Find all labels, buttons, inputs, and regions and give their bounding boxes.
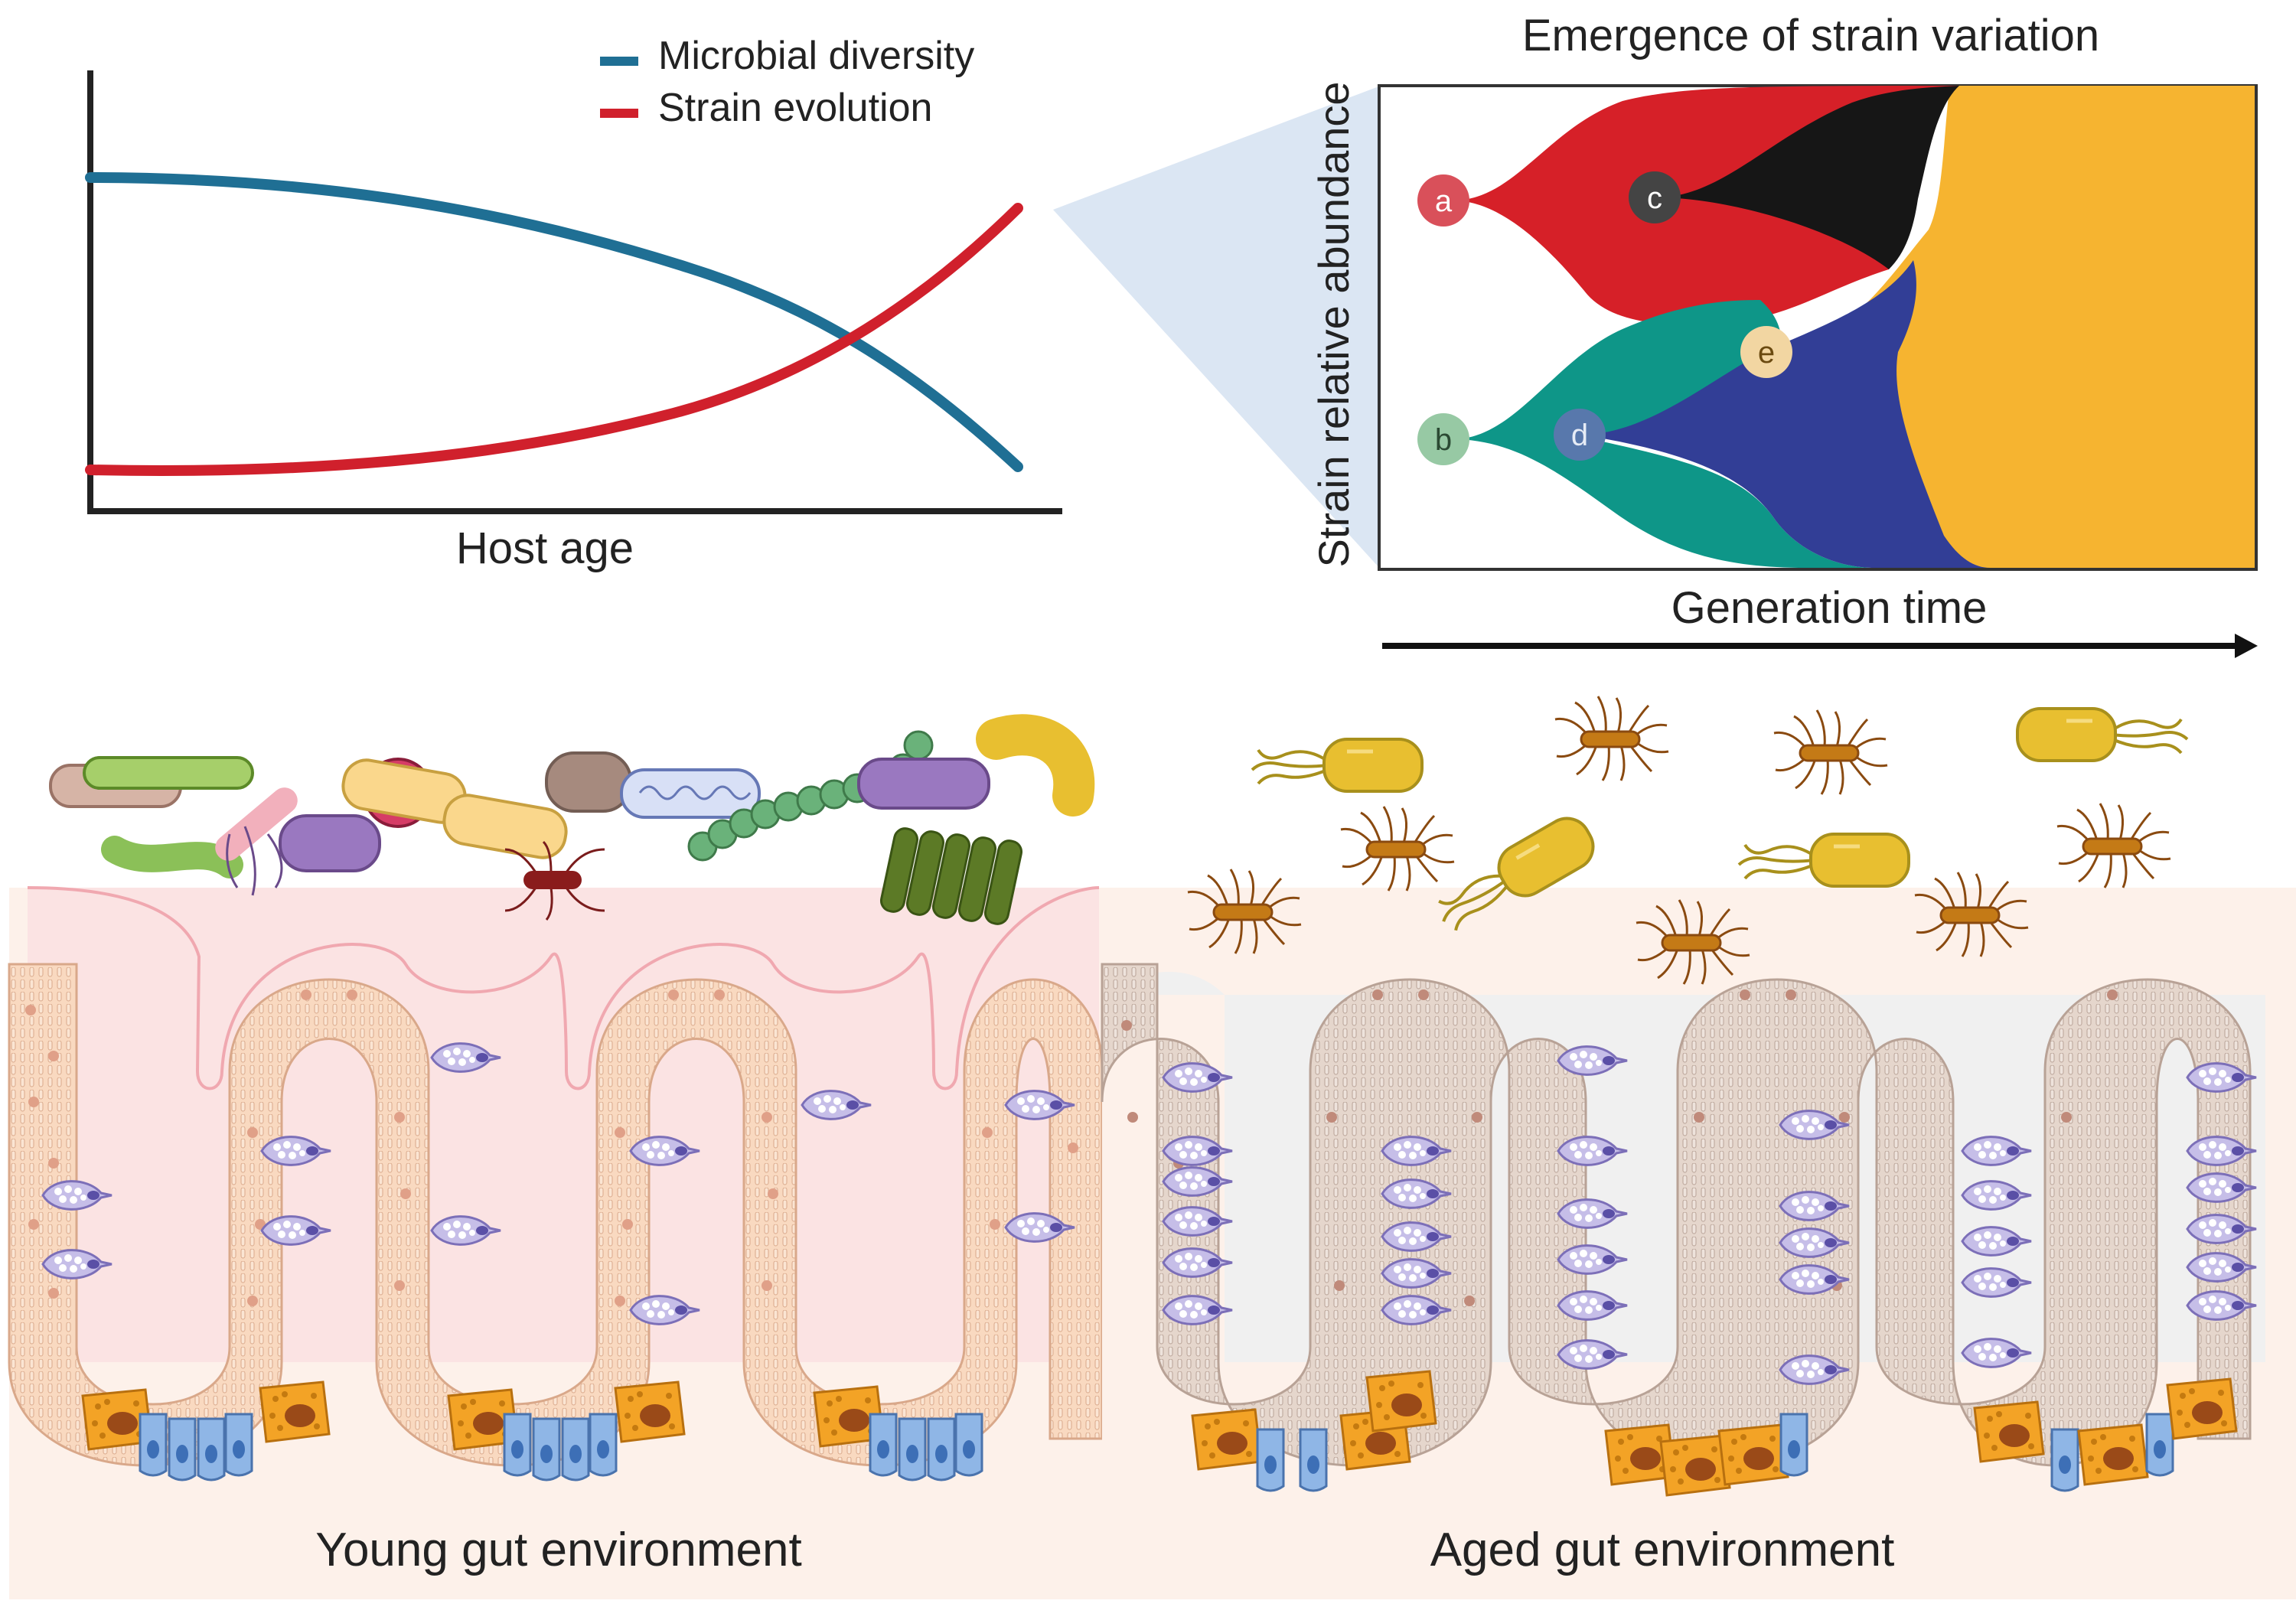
strain-evolution-curve [85,203,1023,477]
legend-swatch-diversity [600,57,638,66]
microbial-diversity-curve [85,172,1023,472]
strain-node-d: d [1554,409,1606,461]
strain-c-area [1656,86,1959,269]
legend-swatch-strain [600,109,638,118]
strain-node-b: b [1417,413,1469,465]
young-mucus-layer [28,888,1099,1362]
legend-label-diversity: Microbial diversity [658,34,974,78]
strain-b-area [1453,300,1875,568]
strain-node-c: c [1629,171,1681,223]
strain-variation-plot: Emergence of strain variation a b c d [1309,11,2258,658]
young-diverse-microbes [49,714,1095,925]
legend-label-strain: Strain evolution [658,86,932,130]
young-nuclei [25,989,1078,1306]
y-axis-label: Strain relative abundance [1309,81,1358,567]
strain-node-e: e [1740,326,1792,378]
young-mucus-outline [27,886,1100,1090]
svg-text:e: e [1758,336,1775,370]
legend: Microbial diversity Strain evolution [600,34,974,130]
zoom-wedge [1053,86,1381,569]
young-gut-panel: Young gut environment [8,714,1104,1599]
young-panel-label: Young gut environment [315,1524,801,1576]
svg-text:c: c [1647,181,1662,215]
x-axis-label: Generation time [1671,583,1988,633]
x-axis-label: Host age [456,523,634,573]
strain-node-a: a [1417,174,1469,227]
strain-d-area [1581,260,1990,568]
aged-gut-panel: Aged gut environment [1101,695,2296,1599]
time-arrow [1382,634,2258,658]
svg-text:b: b [1435,423,1452,457]
aged-epithelium [1101,963,2252,1467]
aged-panel-label: Aged gut environment [1430,1524,1895,1576]
age-trend-plot: Host age Microbial diversity Strain evol… [85,34,1062,573]
plot-title: Emergence of strain variation [1522,11,2099,60]
svg-text:a: a [1435,184,1453,218]
svg-text:d: d [1571,419,1588,452]
